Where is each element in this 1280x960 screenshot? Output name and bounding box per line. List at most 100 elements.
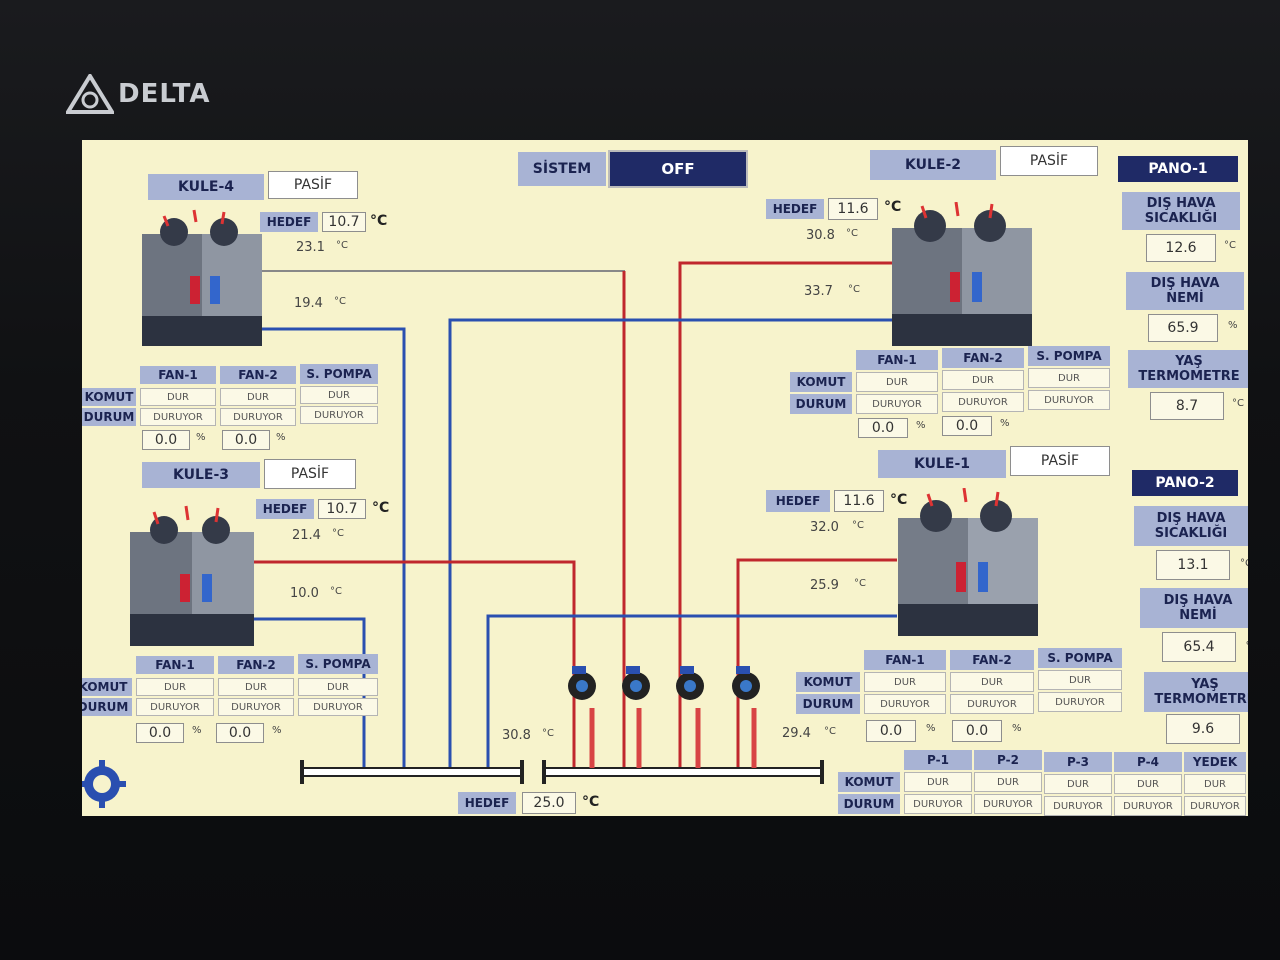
pump-komut-yedek[interactable]: DUR: [1184, 774, 1246, 794]
kule1-fan1-pct-unit: %: [926, 723, 936, 734]
kule3-komut-label: KOMUT: [82, 678, 132, 696]
kule4-fan1-pct[interactable]: 0.0: [142, 430, 190, 450]
kule2-fan2-pct[interactable]: 0.0: [942, 416, 992, 436]
pump-3-icon: [676, 666, 704, 700]
kule4-col-pompa: S. POMPA: [300, 364, 378, 384]
system-label: SİSTEM: [518, 152, 606, 186]
kule1-durum-fan2: DURUYOR: [950, 694, 1034, 714]
collector-hedef-value[interactable]: 25.0: [522, 792, 576, 814]
kule2-komut-fan1[interactable]: DUR: [856, 372, 938, 392]
kule1-fan2-pct[interactable]: 0.0: [952, 720, 1002, 742]
kule4-komut-fan2[interactable]: DUR: [220, 388, 296, 406]
kule1-fan1-pct[interactable]: 0.0: [866, 720, 916, 742]
collector-hedef-unit: °C: [582, 794, 600, 810]
kule2-title: KULE-2: [870, 150, 996, 180]
kule3-komut-fan2[interactable]: DUR: [218, 678, 294, 696]
kule1-fan2-pct-unit: %: [1012, 723, 1022, 734]
kule1-komut-fan2[interactable]: DUR: [950, 672, 1034, 692]
kule4-komut-pompa[interactable]: DUR: [300, 386, 378, 404]
kule4-hedef-value[interactable]: 10.7: [322, 212, 366, 232]
brand-name: DELTA: [118, 79, 211, 109]
pump-komut-label: KOMUT: [838, 772, 900, 792]
pano2-yas-value: 9.6: [1166, 714, 1240, 744]
pump-col-p3: P-3: [1044, 752, 1112, 772]
kule2-fan1-pct[interactable]: 0.0: [858, 418, 908, 438]
kule2-durum-pompa: DURUYOR: [1028, 390, 1110, 410]
kule1-durum-fan1: DURUYOR: [864, 694, 946, 714]
kule3-t-cold: 10.0: [290, 586, 319, 601]
kule4-t-cold: 19.4: [294, 296, 323, 311]
pump-col-yedek: YEDEK: [1184, 752, 1246, 772]
kule2-komut-label: KOMUT: [790, 372, 852, 392]
kule2-t-hot-unit: °C: [846, 228, 858, 239]
kule1-col-fan2: FAN-2: [950, 650, 1034, 670]
pump-durum-p1: DURUYOR: [904, 794, 972, 814]
kule4-tower-icon: [142, 209, 262, 346]
kule3-t-hot-unit: °C: [332, 528, 344, 539]
kule4-durum-label: DURUM: [82, 408, 136, 426]
kule4-komut-fan1[interactable]: DUR: [140, 388, 216, 406]
kule4-title: KULE-4: [148, 174, 264, 200]
kule2-mode[interactable]: PASİF: [1000, 146, 1098, 176]
collector-t-right: 29.4: [782, 726, 811, 741]
kule1-hedef-label: HEDEF: [766, 490, 830, 512]
pano1-dis-nem-unit: %: [1228, 320, 1238, 331]
pano1-yas-unit: °C: [1232, 398, 1244, 409]
pump-komut-p4[interactable]: DUR: [1114, 774, 1182, 794]
collector-hedef-label: HEDEF: [458, 792, 516, 814]
system-state-button[interactable]: OFF: [608, 150, 748, 188]
kule3-hedef-unit: °C: [372, 500, 390, 516]
kule3-t-cold-unit: °C: [330, 586, 342, 597]
kule2-hedef-value[interactable]: 11.6: [828, 198, 878, 220]
kule3-col-fan1: FAN-1: [136, 656, 214, 674]
kule2-t-cold: 33.7: [804, 284, 833, 299]
pump-komut-p2[interactable]: DUR: [974, 772, 1042, 792]
kule1-mode[interactable]: PASİF: [1010, 446, 1110, 476]
kule3-fan2-pct-unit: %: [272, 725, 282, 736]
kule3-fan2-pct[interactable]: 0.0: [216, 723, 264, 743]
kule2-komut-pompa[interactable]: DUR: [1028, 368, 1110, 388]
kule2-komut-fan2[interactable]: DUR: [942, 370, 1024, 390]
pump-komut-p1[interactable]: DUR: [904, 772, 972, 792]
pump-komut-p3[interactable]: DUR: [1044, 774, 1112, 794]
kule2-fan1-pct-unit: %: [916, 420, 926, 431]
kule3-komut-pompa[interactable]: DUR: [298, 678, 378, 696]
kule1-col-fan1: FAN-1: [864, 650, 946, 670]
kule2-col-pompa: S. POMPA: [1028, 346, 1110, 366]
pano2-dis-nem-label: DIŞ HAVA NEMİ: [1140, 588, 1248, 628]
pump-durum-label: DURUM: [838, 794, 900, 814]
kule1-durum-pompa: DURUYOR: [1038, 692, 1122, 712]
pano2-title: PANO-2: [1132, 470, 1238, 496]
pipe-kule2-hot: [678, 261, 892, 768]
kule3-fan1-pct[interactable]: 0.0: [136, 723, 184, 743]
kule2-durum-fan2: DURUYOR: [942, 392, 1024, 412]
kule1-hedef-value[interactable]: 11.6: [834, 490, 884, 512]
kule4-t-cold-unit: °C: [334, 296, 346, 307]
kule4-t-hot-unit: °C: [336, 240, 348, 251]
pano1-dis-sicaklik-unit: °C: [1224, 240, 1236, 251]
brand-logo: DELTA: [66, 72, 210, 116]
pano2-dis-nem-value: 65.4: [1162, 632, 1236, 662]
kule1-komut-pompa[interactable]: DUR: [1038, 670, 1122, 690]
settings-gear-icon[interactable]: [82, 760, 132, 810]
pump-durum-p3: DURUYOR: [1044, 796, 1112, 816]
pump-2-icon: [622, 666, 650, 700]
delta-logo-icon: [66, 74, 114, 114]
kule1-komut-fan1[interactable]: DUR: [864, 672, 946, 692]
kule3-komut-fan1[interactable]: DUR: [136, 678, 214, 696]
kule4-mode[interactable]: PASİF: [268, 171, 358, 199]
kule3-mode[interactable]: PASİF: [264, 459, 356, 489]
pipe-kule3-cold: [252, 617, 366, 768]
kule3-durum-pompa: DURUYOR: [298, 698, 378, 716]
kule3-col-pompa: S. POMPA: [298, 654, 378, 674]
kule2-col-fan1: FAN-1: [856, 350, 938, 370]
pump-group: [568, 666, 760, 700]
pump-durum-p4: DURUYOR: [1114, 796, 1182, 816]
kule1-hedef-unit: °C: [890, 492, 908, 508]
kule3-fan1-pct-unit: %: [192, 725, 202, 736]
kule4-fan2-pct[interactable]: 0.0: [222, 430, 270, 450]
kule3-durum-fan1: DURUYOR: [136, 698, 214, 716]
kule2-col-fan2: FAN-2: [942, 348, 1024, 368]
kule3-durum-label: DURUM: [82, 698, 132, 716]
kule3-hedef-value[interactable]: 10.7: [318, 499, 366, 519]
